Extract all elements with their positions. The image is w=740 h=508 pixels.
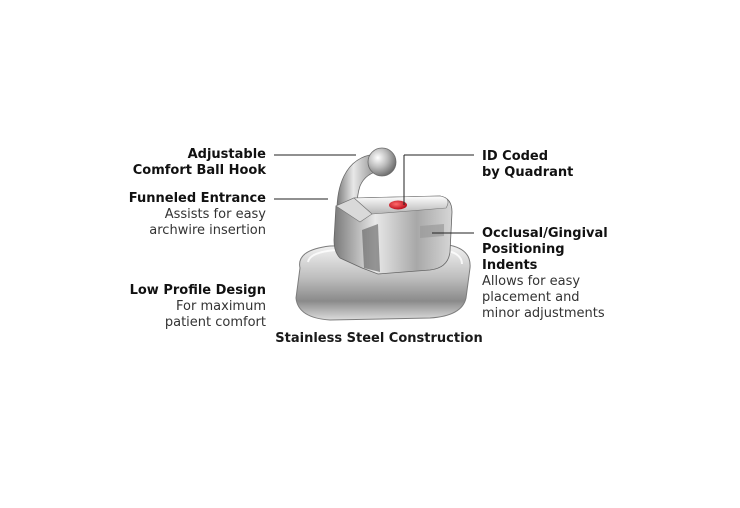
label-positioning-indents-title2: Positioning: [482, 242, 565, 257]
label-low-profile-desc1: For maximum: [176, 299, 266, 314]
label-ball-hook-title1: Adjustable: [187, 147, 266, 162]
label-id-coded: ID Coded by Quadrant: [482, 149, 573, 181]
label-id-coded-title1: ID Coded: [482, 149, 549, 164]
label-low-profile-title: Low Profile Design: [129, 283, 266, 298]
label-id-coded-title2: by Quadrant: [482, 165, 574, 180]
label-low-profile: Low Profile Design For maximum patient c…: [130, 283, 266, 331]
label-stainless-steel: Stainless Steel Construction: [275, 331, 483, 346]
label-funneled-entrance-desc2: archwire insertion: [149, 223, 266, 238]
label-ball-hook-title2: Comfort Ball Hook: [132, 163, 266, 178]
label-funneled-entrance-desc1: Assists for easy: [164, 207, 266, 222]
label-funneled-entrance-title: Funneled Entrance: [128, 191, 266, 206]
label-ball-hook: Adjustable Comfort Ball Hook: [133, 147, 266, 179]
label-low-profile-desc2: patient comfort: [164, 315, 266, 330]
label-positioning-indents-title1: Occlusal/Gingival: [482, 226, 608, 241]
bracket-body: [333, 195, 453, 275]
label-positioning-indents-desc2: placement and: [482, 290, 580, 305]
label-positioning-indents-desc3: minor adjustments: [482, 306, 605, 321]
label-funneled-entrance: Funneled Entrance Assists for easy archw…: [129, 191, 266, 239]
label-positioning-indents-desc1: Allows for easy: [482, 274, 581, 289]
label-positioning-indents: Occlusal/Gingival Positioning Indents Al…: [482, 226, 608, 322]
leader-lines: [274, 154, 474, 234]
id-color-dot: [389, 200, 407, 210]
label-positioning-indents-title3: Indents: [482, 258, 538, 273]
